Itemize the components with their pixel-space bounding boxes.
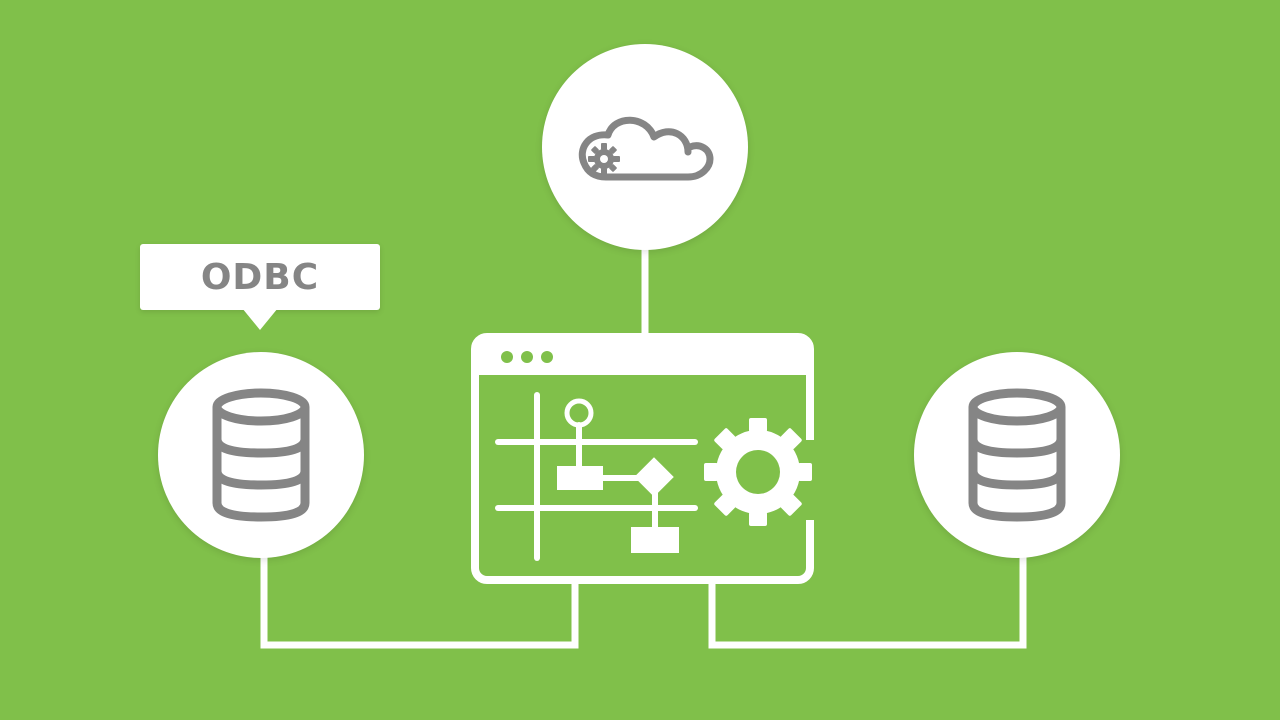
database-icon bbox=[968, 388, 1066, 522]
connector-app-to-right-db bbox=[708, 555, 1027, 649]
connector-left-db-to-app bbox=[260, 555, 579, 649]
window-dots-icon bbox=[501, 351, 553, 363]
database-icon bbox=[212, 388, 310, 522]
callout-pointer bbox=[242, 308, 278, 330]
left-database-node bbox=[158, 352, 364, 558]
flowchart-icon bbox=[495, 392, 698, 561]
odbc-label: ODBC bbox=[200, 256, 320, 298]
cloud-gear-icon bbox=[578, 116, 714, 181]
odbc-callout: ODBC bbox=[140, 244, 380, 310]
right-database-node bbox=[914, 352, 1120, 558]
cloud-node bbox=[542, 44, 748, 250]
